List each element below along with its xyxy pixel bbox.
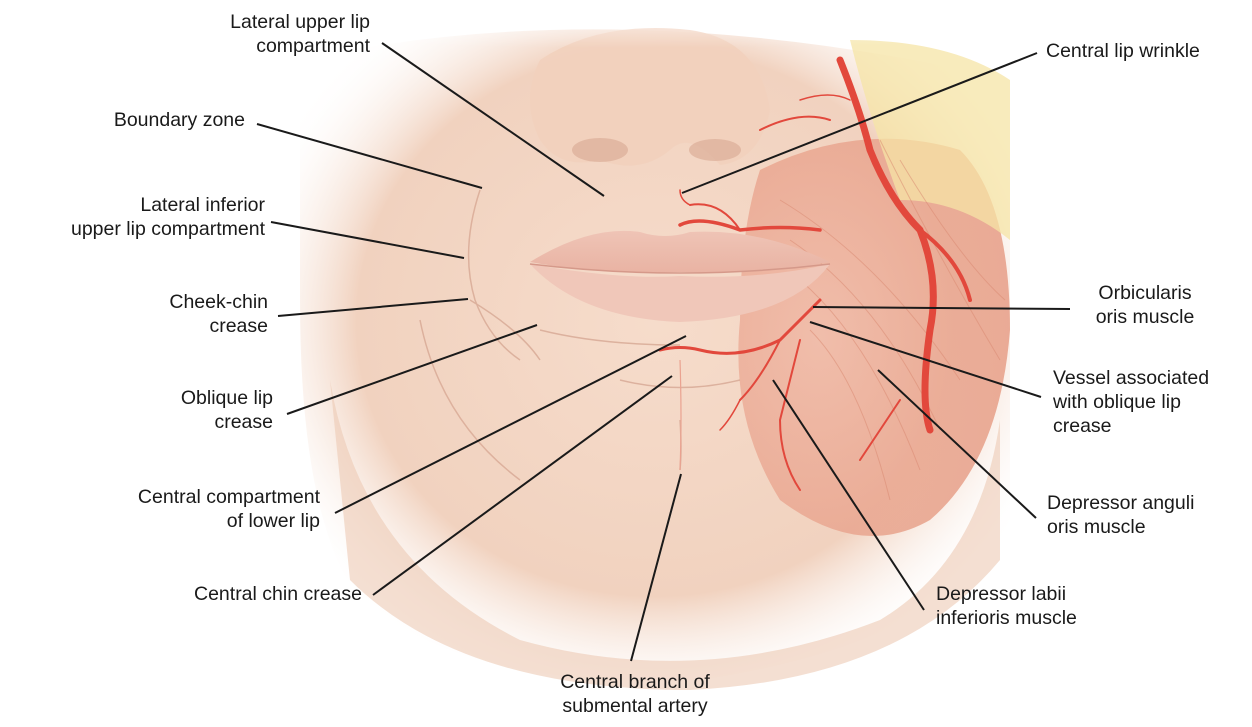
label-lateral-upper-lip: Lateral upper lip compartment [150,10,370,58]
label-depressor-anguli-oris: Depressor anguli oris muscle [1047,491,1247,539]
label-depressor-labii-inferioris: Depressor labii inferioris muscle [936,582,1146,630]
label-central-compartment-lower-lip: Central compartment of lower lip [60,485,320,533]
label-orbicularis-oris-muscle: Orbicularis oris muscle [1055,281,1235,329]
label-boundary-zone: Boundary zone [30,108,245,132]
label-central-branch-submental-artery: Central branch of submental artery [520,670,750,718]
label-central-lip-wrinkle: Central lip wrinkle [1046,39,1251,63]
label-cheek-chin-crease: Cheek-chin crease [60,290,268,338]
label-oblique-lip-crease: Oblique lip crease [80,386,273,434]
label-lateral-inferior-upper-lip: Lateral inferior upper lip compartment [0,193,265,241]
label-central-chin-crease: Central chin crease [100,582,362,606]
label-vessel-oblique-lip-crease: Vessel associated with oblique lip creas… [1053,366,1252,438]
